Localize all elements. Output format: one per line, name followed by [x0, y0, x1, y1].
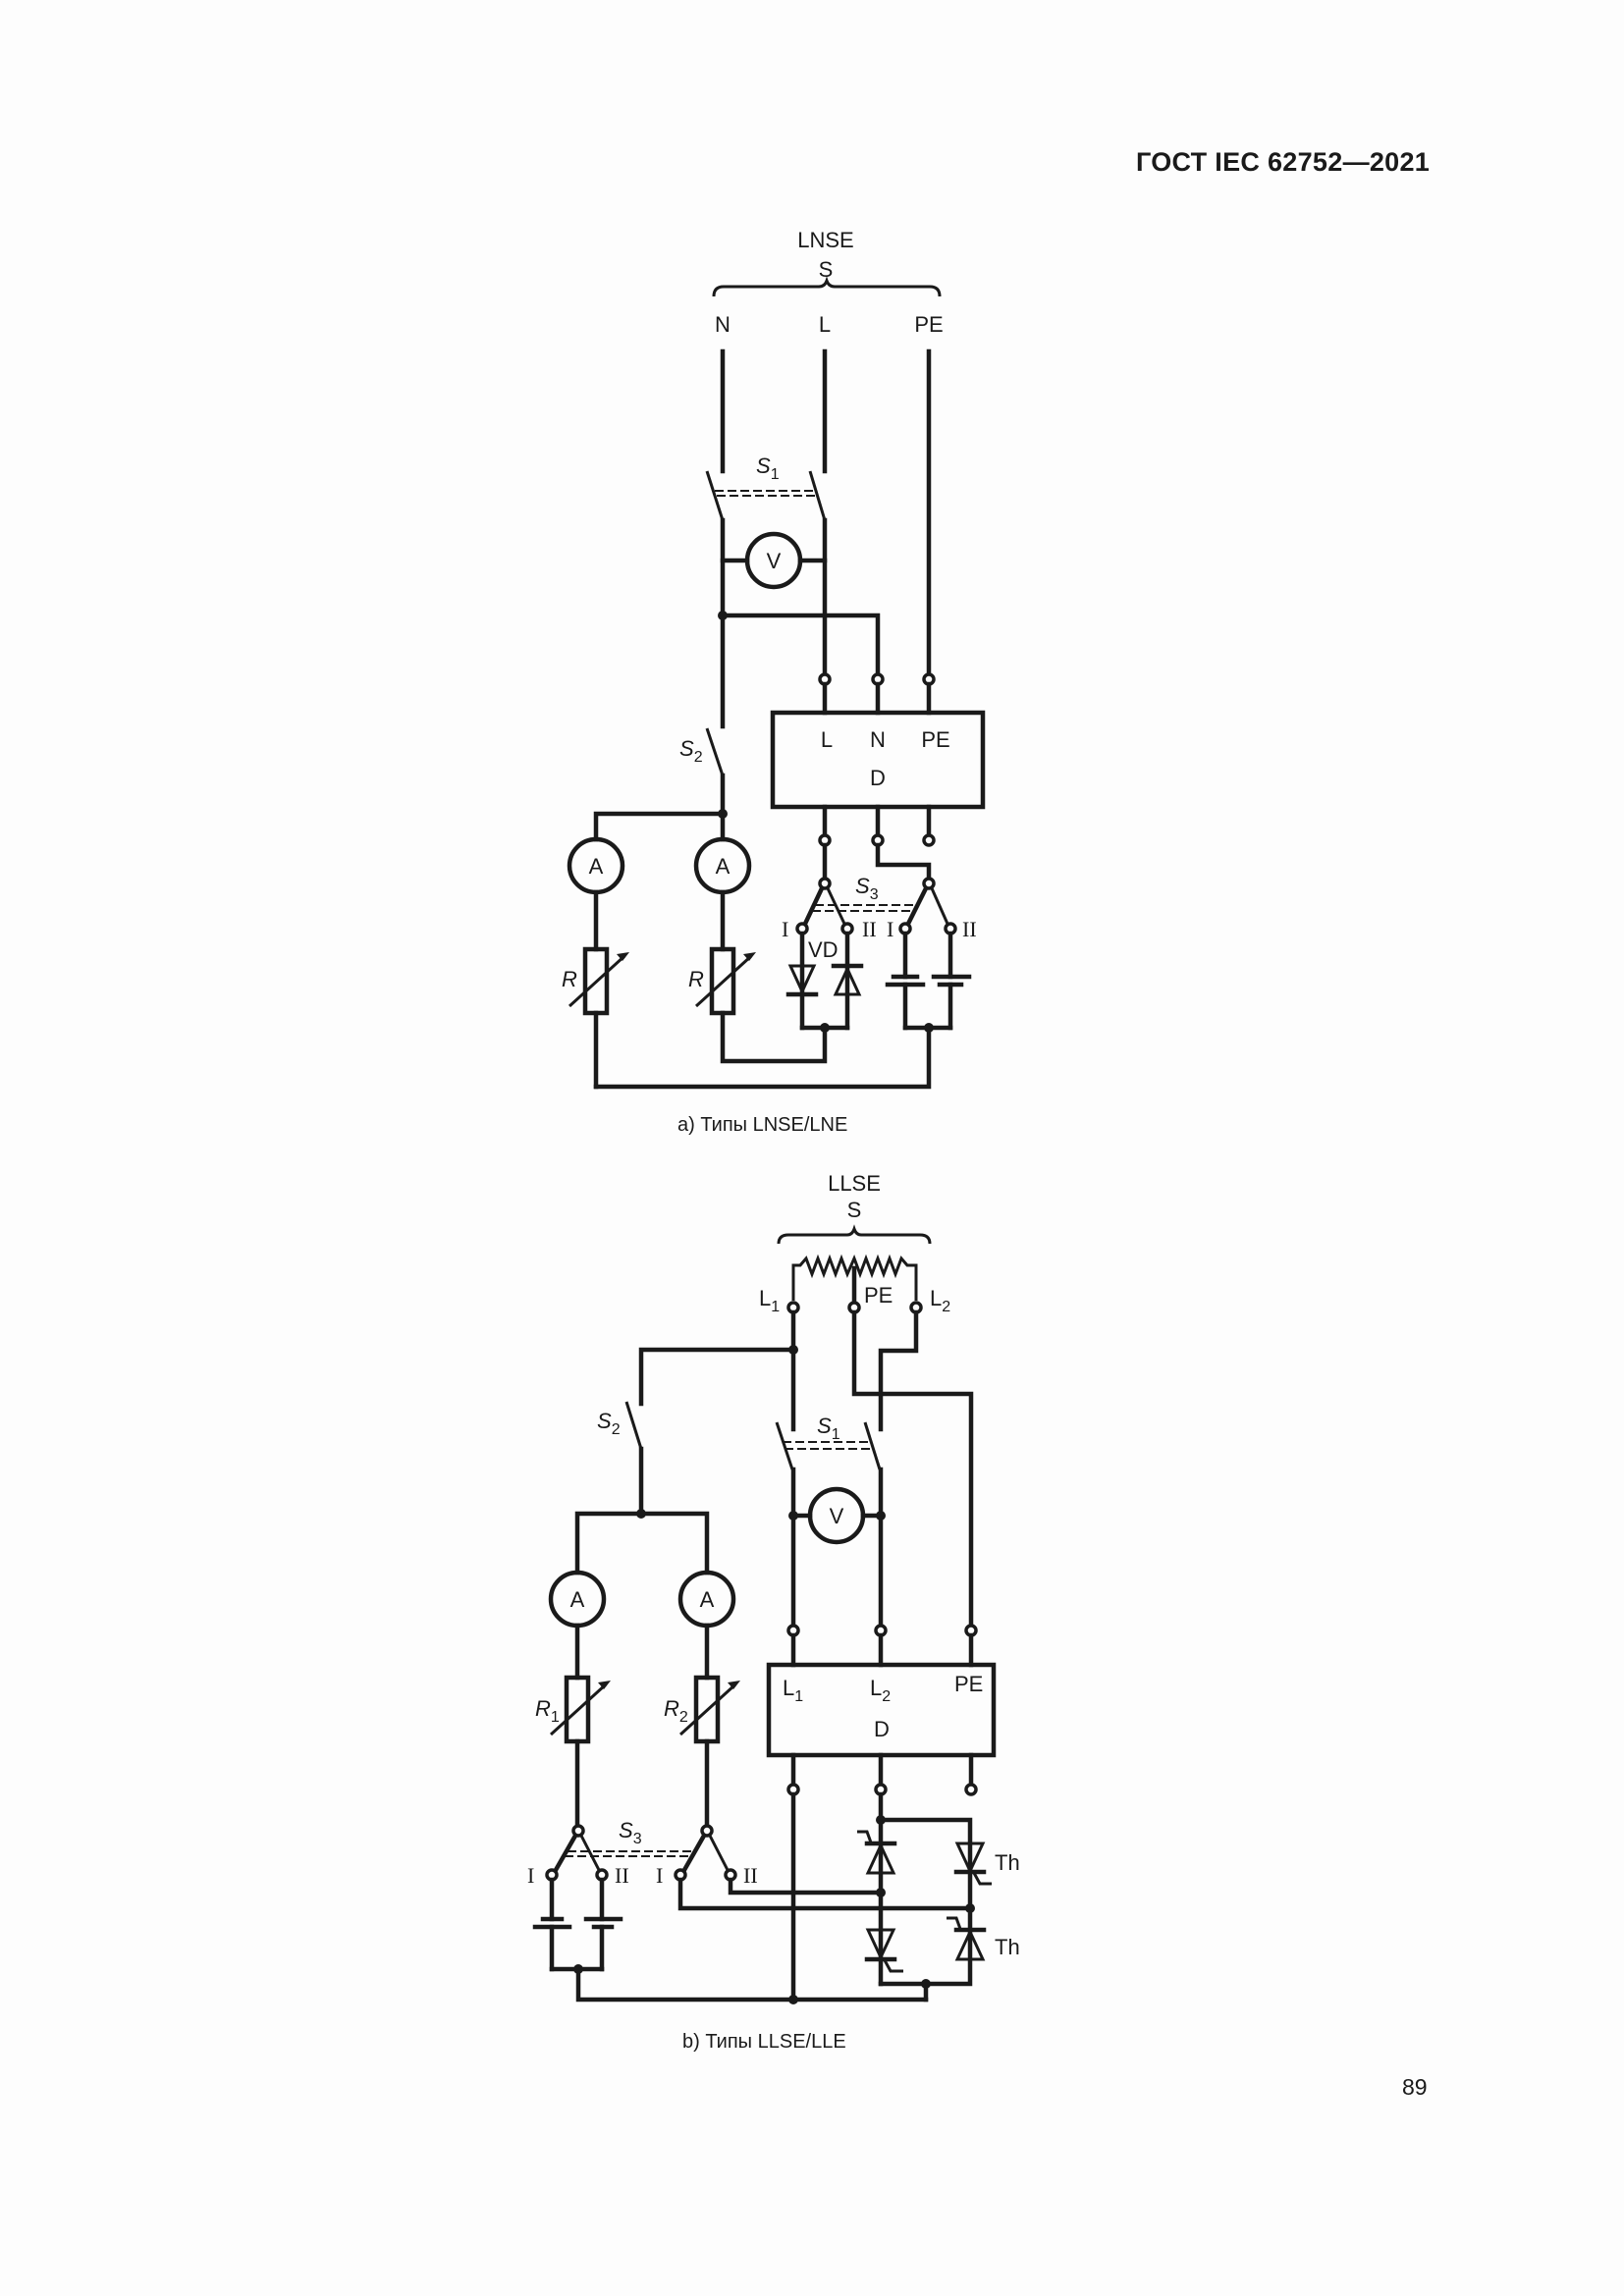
- s1-blade-left: [775, 1421, 794, 1470]
- ammeter-right-label: A: [700, 1587, 715, 1612]
- position-ii-label: II: [743, 1863, 758, 1888]
- s2-label: S2: [597, 1409, 621, 1438]
- s1-label: S1: [817, 1414, 840, 1443]
- device-terminal-pe: PE: [921, 727, 949, 752]
- figure-a-caption: a) Типы LNSE/LNE: [677, 1114, 847, 1136]
- resistor-right-label: R: [688, 967, 704, 991]
- supply-type-label: LNSE: [797, 228, 853, 252]
- voltmeter: [807, 1486, 866, 1545]
- position-i-label: I: [887, 917, 893, 941]
- position-ii-label: II: [615, 1863, 629, 1888]
- page-number: 89: [1402, 2074, 1428, 2100]
- supply-brace: [777, 1224, 932, 1245]
- s2-blade: [705, 727, 725, 776]
- resistor-r1-label: R1: [535, 1696, 560, 1726]
- s3-label: S3: [619, 1818, 642, 1847]
- figure-b-llse-circuit: LLSE S L1 PE L2 S1 V S2: [527, 1171, 1020, 2053]
- device-label: D: [870, 766, 886, 790]
- diode-reverse: [833, 965, 862, 996]
- terminal-label-pe: PE: [914, 312, 943, 337]
- supply-brace: [712, 276, 942, 297]
- thyristor: [954, 1842, 986, 1875]
- resistor-left-label: R: [562, 967, 577, 991]
- position-i-label: I: [782, 917, 788, 941]
- supply-resistor: [791, 1254, 918, 1301]
- terminal-label-l2: L2: [930, 1286, 950, 1315]
- device-terminal-l2: L2: [870, 1676, 891, 1705]
- s3-label: S3: [855, 874, 879, 903]
- s2-label: S2: [679, 736, 703, 766]
- document-header: ГОСТ IEC 62752—2021: [1136, 147, 1431, 177]
- s1-blade-right: [808, 470, 827, 521]
- thyristor-label: Th: [995, 1935, 1020, 1959]
- device-terminal-pe: PE: [954, 1672, 983, 1696]
- figure-a-lnse-circuit: LNSE S N L PE S1 V L N: [562, 228, 986, 1136]
- terminal-label-pe: PE: [864, 1283, 893, 1308]
- voltmeter-label: V: [767, 549, 782, 573]
- position-i-label: I: [527, 1863, 534, 1888]
- terminal-label-l: L: [819, 312, 831, 337]
- resistor-r2-label: R2: [664, 1696, 688, 1726]
- device-terminal-n: N: [870, 727, 886, 752]
- s1-label: S1: [756, 454, 780, 483]
- s2-blade: [624, 1401, 643, 1450]
- thyristor: [954, 1928, 986, 1961]
- thyristor: [865, 1842, 896, 1875]
- device-terminal-l: L: [821, 727, 833, 752]
- thyristor-label: Th: [995, 1850, 1020, 1875]
- device-terminal-l1: L1: [783, 1676, 803, 1705]
- position-i-label: I: [656, 1863, 663, 1888]
- thyristor: [865, 1928, 896, 1961]
- supply-type-label: LLSE: [828, 1171, 881, 1196]
- s1-blade-left: [705, 470, 725, 521]
- voltmeter-label: V: [830, 1504, 844, 1528]
- diode-forward: [787, 964, 817, 995]
- figure-b-caption: b) Типы LLSE/LLE: [682, 2031, 846, 2053]
- ammeter-right-label: A: [716, 854, 731, 879]
- terminal-label-n: N: [715, 312, 731, 337]
- position-ii-label: II: [862, 917, 877, 941]
- s1-blade-right: [863, 1421, 882, 1470]
- terminal-label-l1: L1: [759, 1286, 780, 1315]
- supply-label: S: [847, 1198, 862, 1222]
- supply-label: S: [819, 257, 834, 282]
- voltmeter: [744, 531, 803, 590]
- diode-label: VD: [808, 937, 839, 962]
- position-ii-label: II: [962, 917, 977, 941]
- device-label: D: [874, 1717, 890, 1741]
- ammeter-left-label: A: [589, 854, 604, 879]
- ammeter-left-label: A: [570, 1587, 585, 1612]
